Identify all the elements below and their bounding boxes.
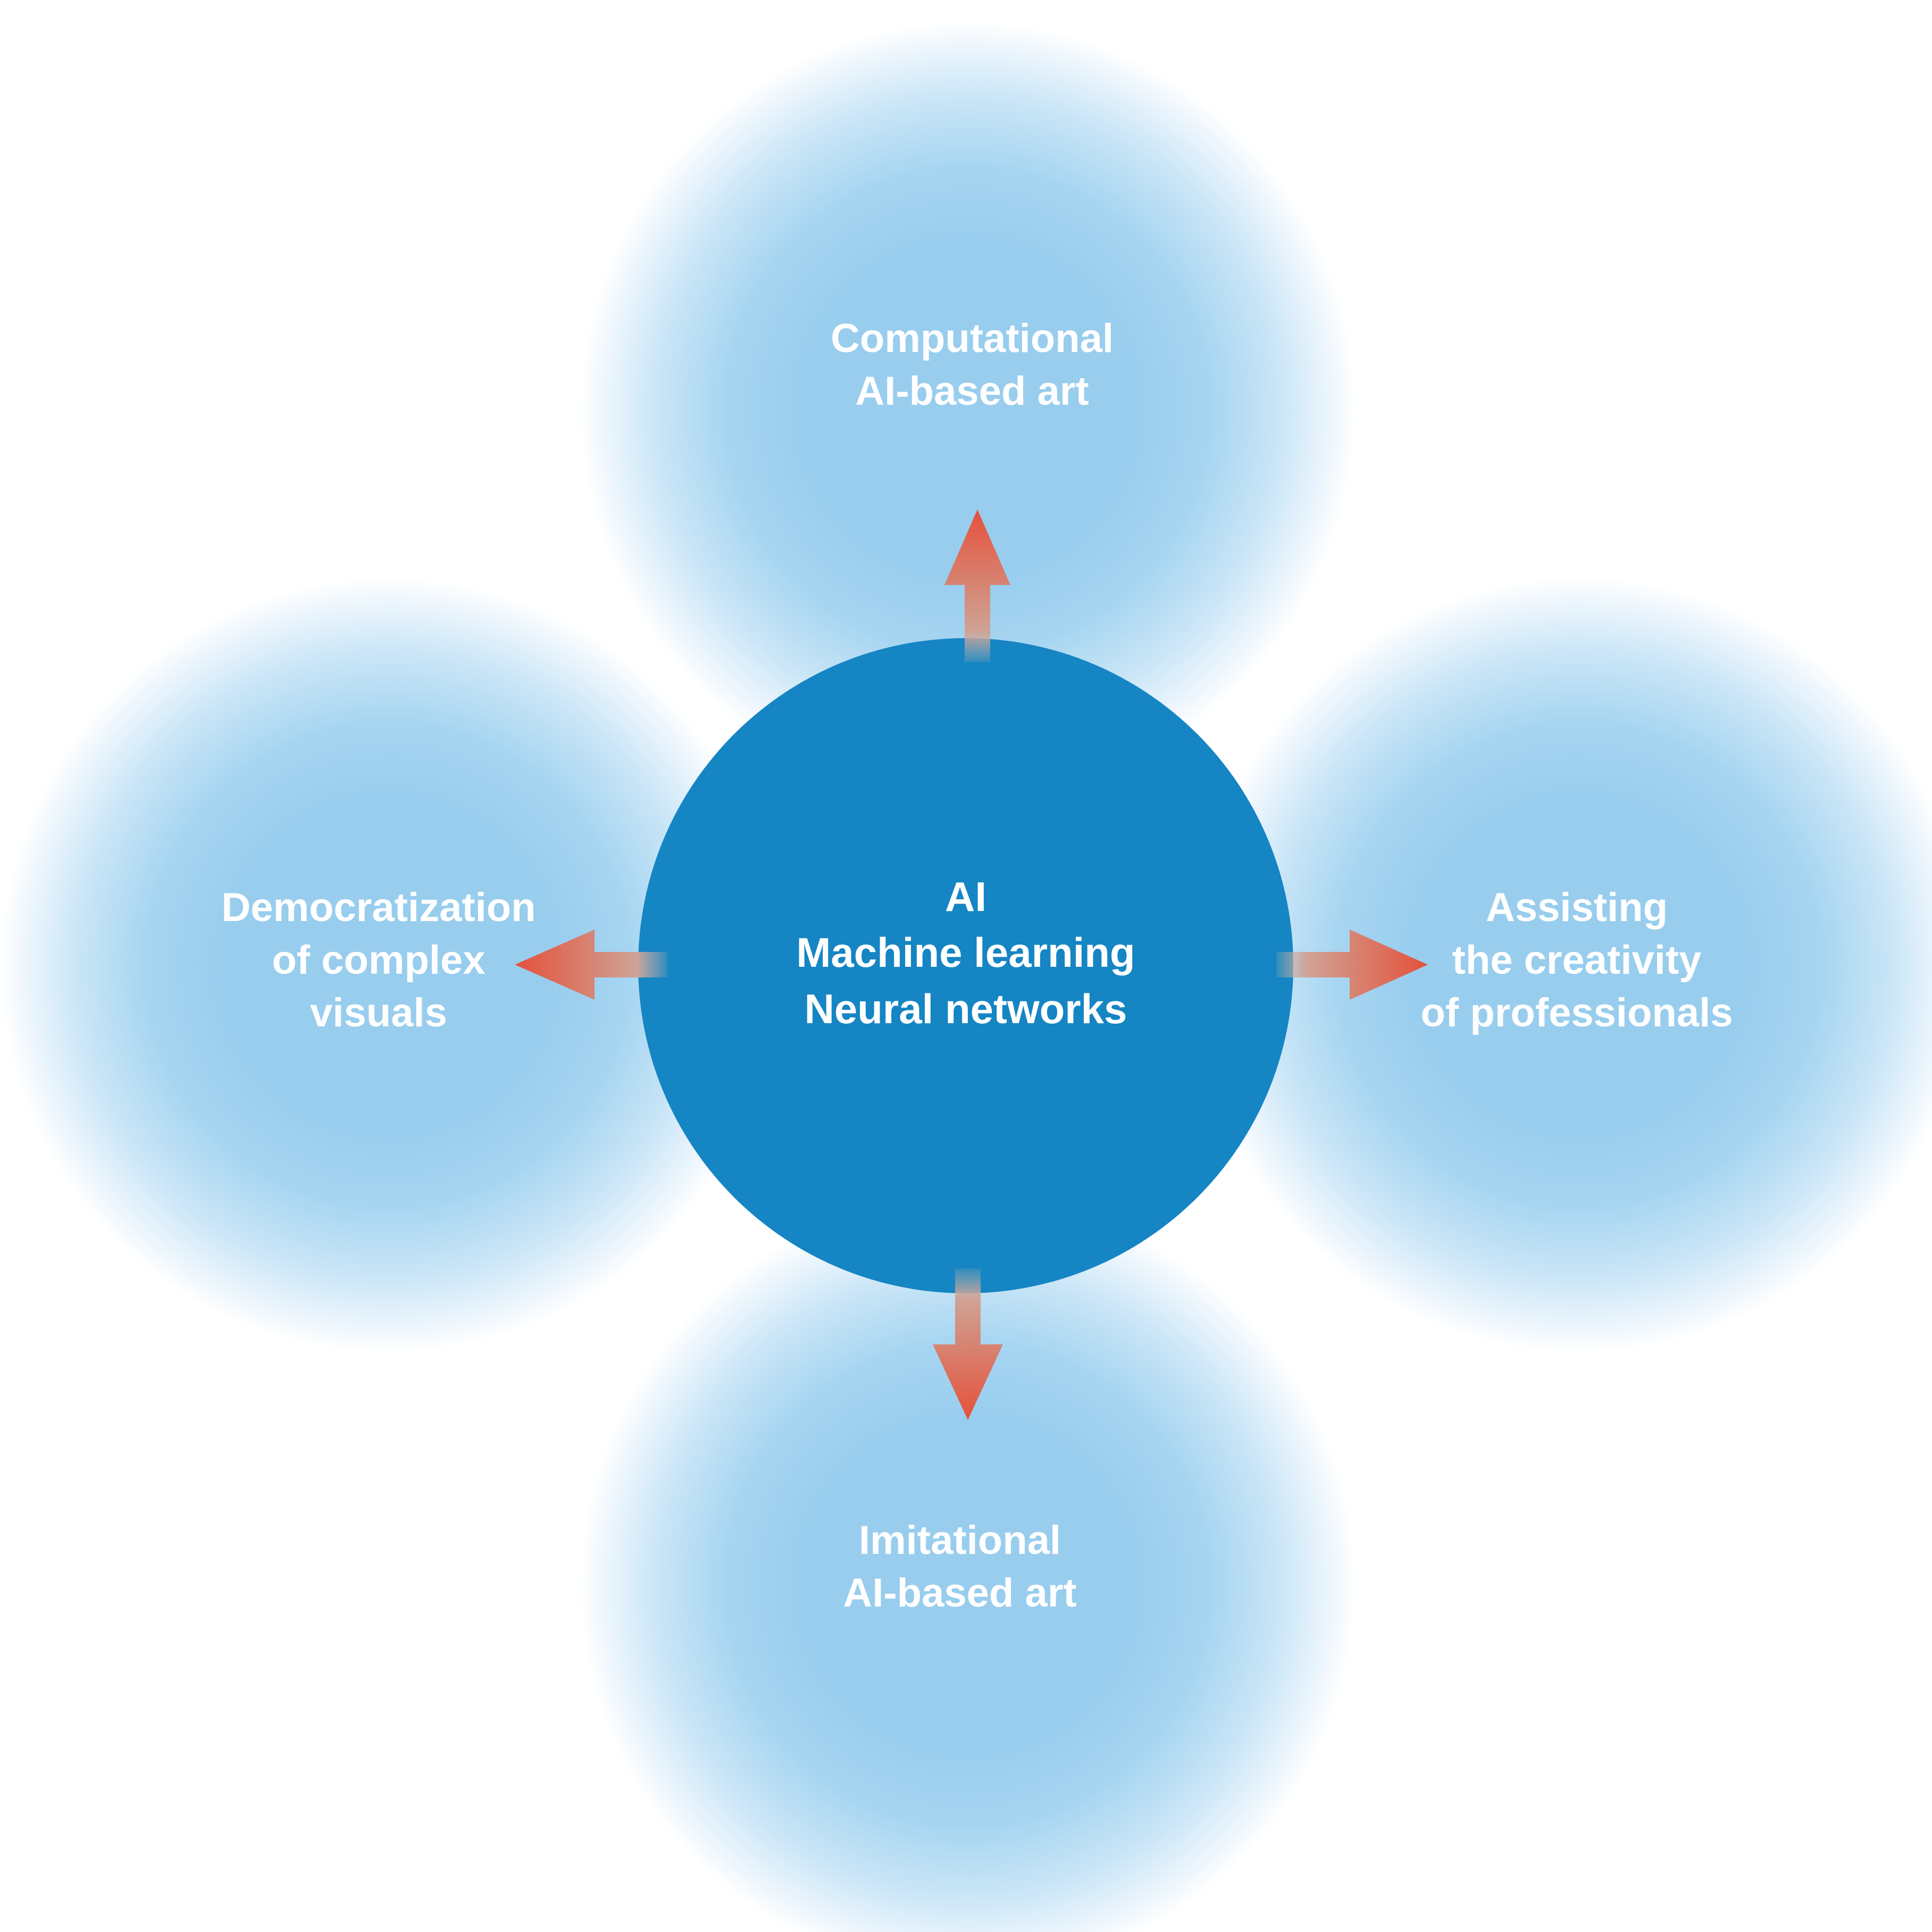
arrow-up	[944, 509, 1010, 662]
outcome-left-line-3: visuals	[310, 990, 447, 1035]
outcome-label-bottom: Imitational AI-based art	[721, 1515, 1199, 1620]
outcome-bottom-line-1: Imitational	[858, 1518, 1061, 1563]
arrow-left	[515, 930, 667, 1000]
outcome-bottom-line-2: AI-based art	[843, 1570, 1077, 1616]
core-line-neural-networks: Neural networks	[804, 985, 1127, 1032]
core-label: AI Machine learning Neural networks	[638, 869, 1293, 1037]
arrow-right	[1276, 930, 1428, 1000]
outcome-right-line-2: the creativity	[1452, 937, 1702, 983]
core-line-machine-learning: Machine learning	[796, 929, 1135, 976]
outcome-top-line-2: AI-based art	[855, 368, 1089, 414]
core-circle	[638, 638, 1293, 1293]
outcome-label-top: Computational AI-based art	[733, 313, 1211, 418]
outcome-right-line-1: Assisting	[1485, 885, 1668, 930]
arrow-down	[933, 1268, 1003, 1420]
core-line-ai: AI	[945, 873, 986, 920]
outcome-right-line-3: of professionals	[1420, 990, 1733, 1035]
outcome-left-line-2: of complex	[272, 937, 486, 983]
outcome-label-left: Democratization of complex visuals	[139, 882, 618, 1039]
outcome-left-line-1: Democratization	[221, 885, 536, 930]
outcome-label-right: Assisting the creativity of professional…	[1337, 882, 1816, 1039]
outcome-top-line-1: Computational	[831, 316, 1114, 361]
